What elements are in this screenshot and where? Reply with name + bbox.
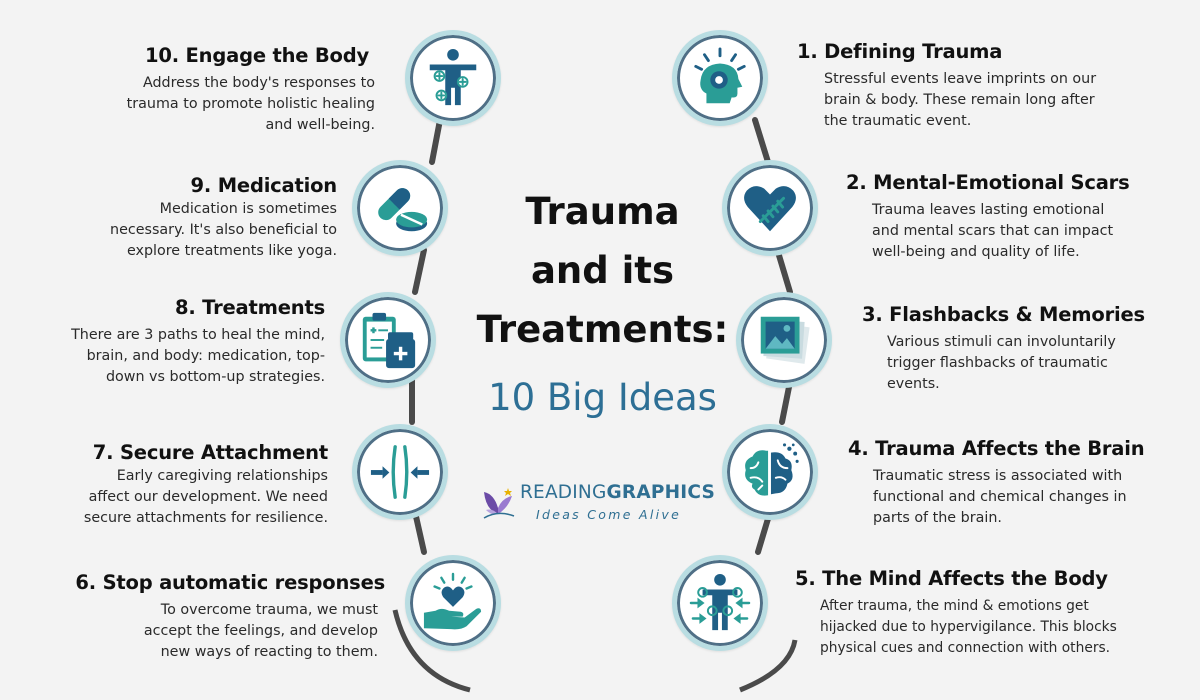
brand-name: READINGGRAPHICS bbox=[520, 482, 715, 503]
idea-text-line: events. bbox=[887, 376, 940, 392]
idea-text: Early caregiving relationships affect ou… bbox=[20, 466, 328, 529]
idea-text-line: and mental scars that can impact bbox=[872, 223, 1114, 239]
idea-text-line: brain & body. These remain long after bbox=[824, 92, 1095, 108]
idea-text-line: new ways of reacting to them. bbox=[160, 644, 378, 660]
idea-text: There are 3 paths to heal the mind, brai… bbox=[20, 325, 325, 388]
idea-9: 9. Medication Medication is sometimes ne… bbox=[20, 174, 337, 262]
idea-heading: 7. Secure Attachment bbox=[92, 441, 328, 464]
idea-heading: 1. Defining Trauma bbox=[797, 40, 1003, 63]
butterfly-logo-icon bbox=[483, 488, 515, 519]
brand-logo: READINGGRAPHICS Ideas Come Alive bbox=[478, 476, 728, 526]
idea-text-line: After trauma, the mind & emotions get bbox=[820, 598, 1089, 614]
idea-text-line: the traumatic event. bbox=[824, 113, 972, 129]
photo-stack-icon bbox=[736, 292, 832, 388]
idea-heading: 3. Flashbacks & Memories bbox=[862, 303, 1145, 326]
idea-heading: 2. Mental-Emotional Scars bbox=[846, 171, 1130, 194]
idea-text-line: Early caregiving relationships bbox=[116, 468, 328, 484]
converging-arrows-icon bbox=[352, 424, 448, 520]
idea-6: 6. Stop automatic responses To overcome … bbox=[20, 571, 385, 663]
brand-name-part2: GRAPHICS bbox=[606, 482, 716, 503]
idea-text-line: Trauma leaves lasting emotional bbox=[872, 202, 1105, 218]
idea-text-line: accept the feelings, and develop bbox=[143, 623, 378, 639]
idea-text-line: trauma to promote holistic healing bbox=[126, 96, 375, 112]
idea-text-line: Traumatic stress is associated with bbox=[873, 468, 1123, 484]
brand-name-part1: READING bbox=[520, 482, 607, 503]
idea-text-line: explore treatments like yoga. bbox=[126, 243, 337, 259]
idea-heading: 10. Engage the Body bbox=[145, 44, 369, 67]
clipboard-medicine-icon bbox=[340, 292, 436, 388]
idea-4: 4. Trauma Affects the Brain Traumatic st… bbox=[848, 437, 1193, 529]
idea-10: 10. Engage the Body Address the body's r… bbox=[20, 44, 375, 136]
idea-text-line: trigger flashbacks of traumatic bbox=[887, 355, 1108, 371]
idea-text-line: well-being and quality of life. bbox=[872, 244, 1080, 260]
idea-8: 8. Treatments There are 3 paths to heal … bbox=[20, 296, 325, 388]
stitched-heart-icon bbox=[722, 160, 818, 256]
pills-icon bbox=[352, 160, 448, 256]
hand-heart-icon bbox=[405, 555, 501, 651]
idea-3: 3. Flashbacks & Memories Various stimuli… bbox=[862, 303, 1192, 395]
idea-text-line: To overcome trauma, we must bbox=[160, 602, 378, 618]
idea-text: Stressful events leave imprints on our b… bbox=[824, 69, 1177, 132]
idea-text: Various stimuli can involuntarily trigge… bbox=[887, 332, 1192, 395]
idea-text-line: Stressful events leave imprints on our bbox=[824, 71, 1097, 87]
page-subtitle: 10 Big Ideas bbox=[488, 376, 717, 419]
body-arrows-icon bbox=[672, 555, 768, 651]
idea-text: After trauma, the mind & emotions get hi… bbox=[820, 596, 1195, 659]
idea-text: Trauma leaves lasting emotional and ment… bbox=[872, 200, 1186, 263]
brain-icon bbox=[722, 424, 818, 520]
idea-text: Traumatic stress is associated with func… bbox=[873, 466, 1193, 529]
idea-heading: 4. Trauma Affects the Brain bbox=[848, 437, 1145, 460]
idea-text-line: down vs bottom-up strategies. bbox=[105, 369, 325, 385]
idea-text-line: physical cues and connection with others… bbox=[820, 640, 1111, 656]
idea-1: 1. Defining Trauma Stressful events leav… bbox=[797, 40, 1177, 132]
idea-text-line: secure attachments for resilience. bbox=[83, 510, 328, 526]
idea-text: Address the body's responses to trauma t… bbox=[20, 73, 375, 136]
idea-heading: 9. Medication bbox=[190, 174, 338, 197]
idea-text-line: There are 3 paths to heal the mind, bbox=[71, 327, 325, 343]
idea-text-line: functional and chemical changes in bbox=[873, 489, 1127, 505]
idea-5: 5. The Mind Affects the Body After traum… bbox=[795, 567, 1195, 659]
idea-2: 2. Mental-Emotional Scars Trauma leaves … bbox=[846, 171, 1186, 263]
idea-text-line: affect our development. We need bbox=[88, 489, 328, 505]
idea-heading: 8. Treatments bbox=[174, 296, 325, 319]
idea-text-line: Various stimuli can involuntarily bbox=[887, 334, 1116, 350]
idea-text-line: and well-being. bbox=[265, 117, 375, 133]
idea-text: Medication is sometimes necessary. It's … bbox=[20, 199, 337, 262]
body-plus-icon bbox=[405, 30, 501, 126]
idea-7: 7. Secure Attachment Early caregiving re… bbox=[20, 441, 328, 529]
idea-heading: 6. Stop automatic responses bbox=[75, 571, 385, 594]
idea-heading: 5. The Mind Affects the Body bbox=[795, 567, 1108, 590]
brand-tagline: Ideas Come Alive bbox=[536, 507, 682, 522]
idea-text-line: Address the body's responses to bbox=[142, 75, 375, 91]
head-with-eye-icon bbox=[672, 30, 768, 126]
idea-text-line: necessary. It's also beneficial to bbox=[110, 222, 337, 238]
idea-text-line: hijacked due to hypervigilance. This blo… bbox=[820, 619, 1117, 635]
idea-text-line: parts of the brain. bbox=[873, 510, 1002, 526]
idea-text-line: Medication is sometimes bbox=[159, 201, 337, 217]
idea-text-line: brain, and body: medication, top- bbox=[86, 348, 325, 364]
idea-text: To overcome trauma, we must accept the f… bbox=[20, 600, 378, 663]
